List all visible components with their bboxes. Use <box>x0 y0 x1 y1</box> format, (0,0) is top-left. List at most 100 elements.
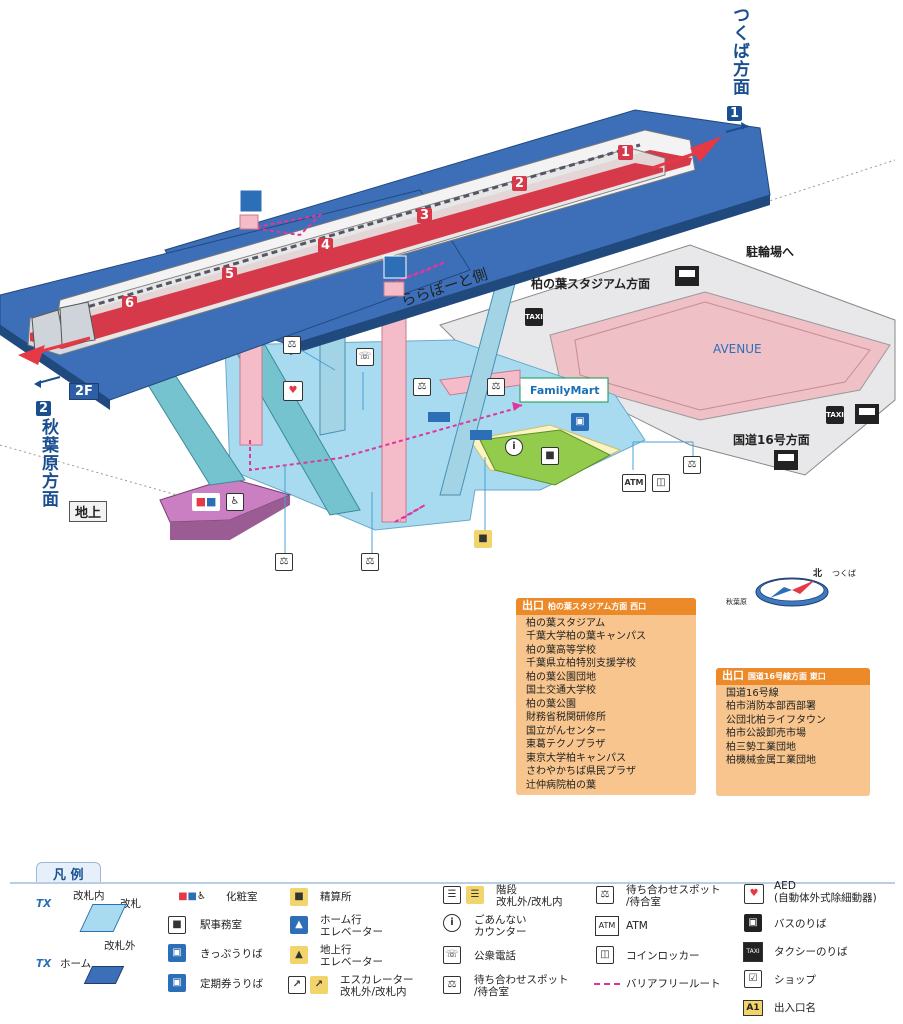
list-item: 国道16号線 <box>726 687 779 699</box>
label-route16-side: 国道16号方面 <box>733 433 810 447</box>
aed-icon: ♥ <box>744 884 764 904</box>
list-item: 柏の葉公園団地 <box>526 671 596 683</box>
legend-bus: バスのりば <box>774 918 827 930</box>
list-item: 柏市公設卸売市場 <box>726 728 806 739</box>
locker-icon: ◫ <box>596 946 614 964</box>
track-number: 1 <box>727 106 743 121</box>
exit-east-head: 出口 <box>722 669 744 682</box>
floor-tag-ground: 地上 <box>69 501 108 522</box>
ticket-icon: ▣ <box>168 944 186 962</box>
wait-spot-icon: ⚖ <box>413 378 431 396</box>
phone-icon: ☏ <box>443 946 461 964</box>
legend-barrier-free: バリアフリールート <box>626 978 721 990</box>
list-item: 柏三勢工業団地 <box>726 741 796 753</box>
info-icon: i <box>443 914 461 932</box>
barrier-free-icon <box>594 983 620 985</box>
compass <box>755 577 829 607</box>
list-item: 辻仲病院柏の葉 <box>526 779 596 791</box>
list-item: 柏の葉高等学校 <box>526 644 596 656</box>
list-item: 国土交通大学校 <box>526 685 596 696</box>
exit-east-list: 国道16号線 柏市消防本部西部署 公団北柏ライフタウン 柏市公設卸売市場 柏三勢… <box>716 685 870 772</box>
wheelchair-icon: ♿ <box>226 493 244 511</box>
list-item: 柏市消防本部西部署 <box>726 701 816 712</box>
legend: 凡 例 TX 改札内 改札 改札外 TX ホーム ■■♿ 化粧室 ■ 駅事務室 … <box>0 862 903 1024</box>
list-item: 東葛テクノプラザ <box>526 739 606 750</box>
aed-icon: ♥ <box>283 381 303 401</box>
direction-akihabara: 秋葉原方面 <box>36 418 61 508</box>
toilet-icon: ■■♿ <box>168 888 216 906</box>
barrier-free-route <box>249 213 323 237</box>
direction-tsukuba-number: 1 <box>727 102 743 121</box>
platform-icon <box>83 966 125 984</box>
car-number-4: 4 <box>318 234 334 253</box>
list-item: 公団北柏ライフタウン <box>726 714 826 726</box>
avenue-label: AVENUE <box>713 342 762 356</box>
legend-phone: 公衆電話 <box>474 950 516 962</box>
phone-icon: ☏ <box>356 348 374 366</box>
wait-spot-icon: ⚖ <box>683 456 701 474</box>
exit-west-box: 出口 柏の葉スタジアム方面 西口 柏の葉スタジアム 千葉大学柏の葉キャンパス 柏… <box>516 598 696 795</box>
fare-adjust-icon: ■ <box>474 530 492 548</box>
legend-tx-logo: TX <box>36 958 52 970</box>
car-number-6: 6 <box>122 292 138 311</box>
gate-icon <box>79 904 127 932</box>
taxi-icon: TAXI <box>525 308 543 326</box>
list-item: 柏機械金属工業団地 <box>726 755 816 766</box>
elevator-shaft-east <box>381 291 407 523</box>
ground-elevator-icon: ▲ <box>290 946 308 964</box>
exit-name-icon: A1 <box>743 1000 763 1016</box>
list-item: さわやかちば県民プラザ <box>526 766 636 777</box>
compass-tsukuba: つくば <box>832 569 856 578</box>
legend-info: ごあんない カウンター <box>474 914 527 938</box>
atm-icon: ATM <box>595 916 619 936</box>
legend-station-office: 駅事務室 <box>200 919 242 931</box>
escalator-icon: ↗ <box>288 976 306 994</box>
legend-aed: AED (自動体外式除細動器) <box>774 880 877 904</box>
station-office-icon: ■ <box>168 916 186 934</box>
car-number-3: 3 <box>417 204 433 223</box>
direction-akihabara-number: 2 <box>36 397 52 416</box>
ticket-icon: ▣ <box>571 413 589 431</box>
floor-tag-2f: 2F <box>69 383 99 400</box>
legend-wait-spot-a: 待ち合わせスポット /待合室 <box>626 884 721 908</box>
legend-locker: コインロッカー <box>626 950 700 962</box>
legend-inside-gate: 改札内 <box>73 890 105 902</box>
legend-escalator: エスカレーター 改札外/改札内 <box>340 974 414 998</box>
stairs-icon: ☰ <box>466 886 484 904</box>
shop-icon: ☑ <box>744 970 762 988</box>
exit-east-header: 出口 国道16号線方面 東口 <box>716 668 870 685</box>
list-item: 国立がんセンター <box>526 725 606 737</box>
legend-shop: ショップ <box>774 974 816 986</box>
info-icon: i <box>505 438 523 456</box>
wait-spot-icon: ⚖ <box>361 553 379 571</box>
exit-west-head-sub: 柏の葉スタジアム方面 西口 <box>547 602 647 611</box>
label-bike-parking: 駐輪場へ <box>746 245 795 259</box>
home-elevator-icon: ▲ <box>290 916 308 934</box>
legend-fare-adjust: 精算所 <box>320 891 352 903</box>
legend-outside-gate: 改札外 <box>104 940 136 952</box>
list-item: 柏の葉公園 <box>526 698 576 710</box>
pass-icon: ▣ <box>168 974 186 992</box>
legend-taxi: タクシーのりば <box>774 946 848 958</box>
exit-west-head: 出口 <box>522 599 544 612</box>
station-office-icon: ■ <box>541 447 559 465</box>
legend-pass: 定期券うりば <box>200 978 263 990</box>
wait-spot-icon: ⚖ <box>275 553 293 571</box>
compass-akihabara: 秋葉原 <box>726 598 747 606</box>
label-stadium-side: 柏の葉スタジアム方面 <box>531 277 651 291</box>
direction-tsukuba: つくば方面 <box>727 6 752 96</box>
fare-adjust-icon: ■ <box>290 888 308 906</box>
legend-toilet: 化粧室 <box>226 891 258 903</box>
direction-tsukuba-label: つくば方面 <box>729 6 749 96</box>
legend-tx-logo: TX <box>36 898 52 910</box>
exit-east-head-sub: 国道16号線方面 東口 <box>747 672 826 681</box>
wait-spot-icon: ⚖ <box>283 336 301 354</box>
stairs-icon: ☰ <box>443 886 461 904</box>
exit-west-header: 出口 柏の葉スタジアム方面 西口 <box>516 598 696 615</box>
car-number-1: 1 <box>618 141 634 160</box>
list-item: 財務省税関研修所 <box>526 712 606 723</box>
wait-spot-icon: ⚖ <box>443 976 461 994</box>
car-number-2: 2 <box>512 172 528 191</box>
legend-home-elevator: ホーム行 エレベーター <box>320 914 383 938</box>
